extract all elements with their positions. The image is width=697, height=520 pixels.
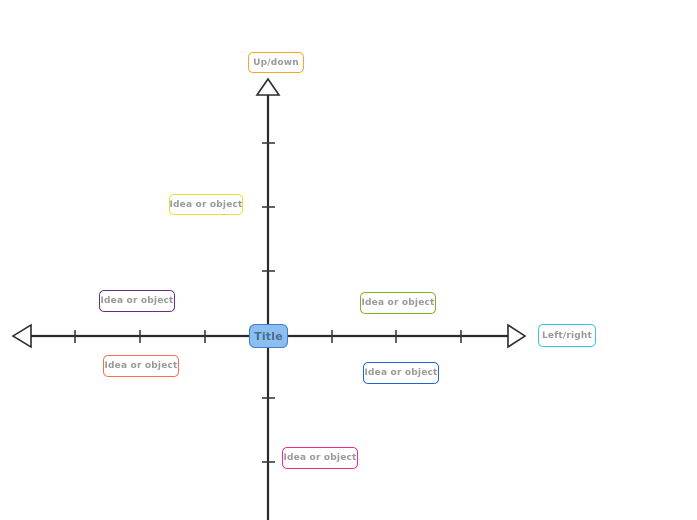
idea-node-orange-text: Idea or object — [104, 361, 178, 371]
idea-node-purple[interactable]: Idea or object — [99, 290, 175, 312]
up-down-label[interactable]: Up/down — [248, 52, 304, 73]
idea-node-purple-text: Idea or object — [100, 296, 174, 306]
idea-node-pink[interactable]: Idea or object — [282, 447, 358, 469]
idea-node-green[interactable]: Idea or object — [360, 292, 436, 314]
arrow-right-icon — [507, 323, 527, 349]
left-right-label[interactable]: Left/right — [538, 324, 596, 347]
idea-node-blue[interactable]: Idea or object — [363, 362, 439, 384]
vertical-axis-ticks — [262, 142, 275, 463]
arrow-left-icon — [11, 323, 32, 349]
horizontal-axis-ticks — [74, 330, 462, 343]
arrow-up-icon — [255, 77, 281, 96]
idea-node-blue-text: Idea or object — [364, 368, 438, 378]
left-right-label-text: Left/right — [541, 330, 593, 341]
idea-node-yellow[interactable]: Idea or object — [169, 194, 243, 215]
up-down-label-text: Up/down — [253, 57, 299, 68]
idea-node-yellow-text: Idea or object — [169, 199, 243, 210]
title-node[interactable]: Title — [249, 324, 288, 348]
idea-node-pink-text: Idea or object — [283, 453, 357, 463]
title-node-text: Title — [254, 329, 283, 343]
idea-node-green-text: Idea or object — [361, 298, 435, 308]
idea-node-orange[interactable]: Idea or object — [103, 355, 179, 377]
